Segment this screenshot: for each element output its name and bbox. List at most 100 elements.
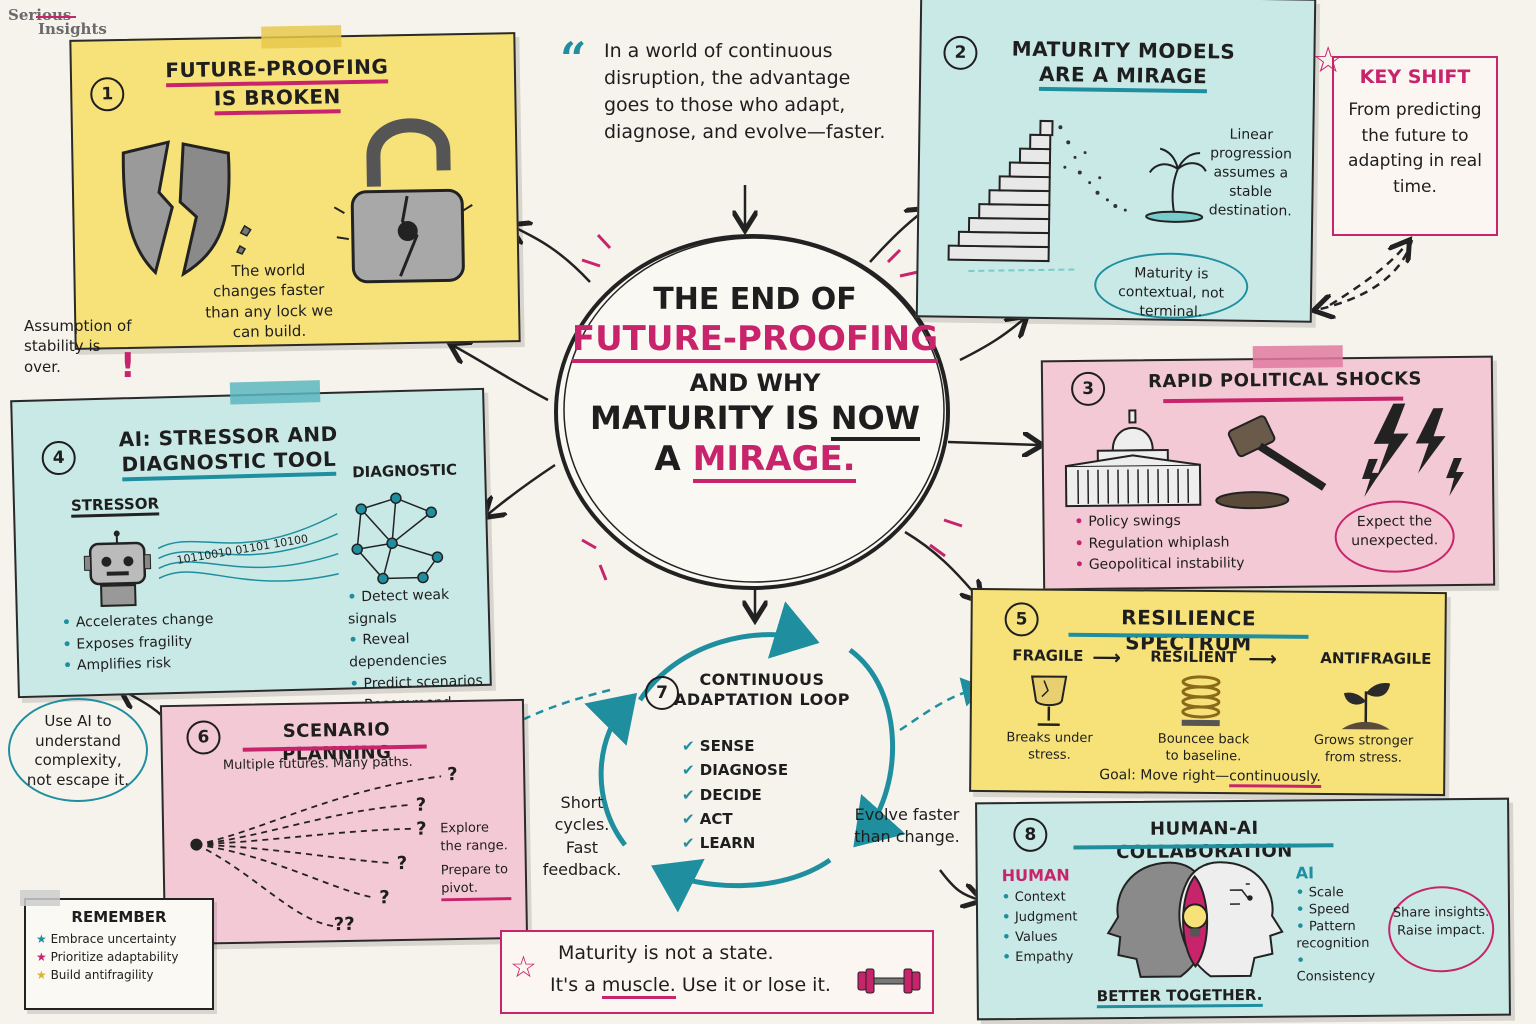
star-icon: ★ [36, 932, 51, 946]
loop-step: ✔ DIAGNOSE [682, 761, 789, 780]
card5-goal: Goal: Move right—continuously. [1099, 767, 1321, 788]
loop-step-label: DIAGNOSE [699, 761, 789, 780]
arrow-center-card3 [947, 442, 1040, 445]
side-note-1-mark: ! [120, 346, 136, 386]
dashed-arrow-keyshift [1316, 239, 1414, 310]
card3-number: 3 [1070, 371, 1106, 407]
center-line2: FUTURE-PROOFING [571, 319, 939, 363]
side-note-1-text: Assumption of stability is over. [24, 317, 132, 376]
loop-right-note: Evolve faster than change. [854, 805, 960, 847]
star-icon: ★ [36, 950, 51, 964]
center-line5b: MIRAGE. [692, 439, 856, 483]
card6-qmark: ?? [333, 913, 355, 936]
remember-item-label: Build antifragility [50, 968, 154, 982]
star-icon: ★ [36, 968, 51, 982]
arrow-center-card1 [512, 226, 591, 283]
arrow-center-card5 [904, 530, 980, 600]
card4-stressor-bullet: Amplifies risk [63, 652, 215, 678]
card5-caption-resilient: Bouncee back to baseline. [1157, 731, 1250, 765]
palm-tree-icon [1145, 147, 1207, 223]
card6-qmark: ? [379, 887, 390, 909]
card2-bubble: Maturity is contextual, not terminal. [1093, 251, 1249, 320]
banner-line1: Maturity is not a state. [558, 942, 774, 964]
center-line5a: A [654, 439, 681, 479]
card6-qmark: ? [396, 852, 408, 875]
side-note-stability: Assumption of stability is over. ! [24, 316, 136, 386]
card-political-shocks: 3 RAPID POLITICAL SHOCKS Policy swings R… [1040, 345, 1496, 591]
dumbbell-icon [857, 968, 921, 994]
loop-steps: ✔ SENSE ✔ DIAGNOSE ✔ DECIDE ✔ ACT ✔ LEAR… [682, 734, 788, 855]
arrow-center-card4 [486, 463, 556, 516]
card8-ai-item: Consistency [1296, 952, 1386, 987]
card5-caption-fragile: Breaks under stress. [1006, 730, 1093, 763]
card8-ai-item: Scale [1296, 885, 1386, 903]
card6-number: 6 [186, 720, 221, 755]
card3-bubble: Expect the unexpected. [1334, 500, 1456, 574]
card-ai-stressor: 4 AI: STRESSOR AND DIAGNOSTIC TOOL STRES… [10, 380, 492, 736]
card8-ai-item: Pattern recognition [1296, 919, 1386, 954]
loop-step: ✔ SENSE [682, 737, 755, 755]
card4-diagnostic-bullet: Predict scenarios [349, 671, 490, 696]
key-shift-text: From predicting the future to adapting i… [1348, 100, 1482, 197]
network-icon [351, 492, 444, 585]
branching-paths-icon [190, 775, 442, 928]
arrow-card8 [939, 869, 980, 900]
remember-box: REMEMBER ★ Embrace uncertainty ★ Priorit… [20, 890, 214, 1010]
center-line1: THE END OF [653, 282, 857, 317]
loop-title-line2: ADAPTATION LOOP [673, 690, 851, 709]
loop-left-note: Short cycles. Fast feedback. [542, 793, 622, 880]
card4-stressor-bullets: Accelerates change Exposes fragility Amp… [62, 609, 215, 678]
loop-title-line1: CONTINUOUS [699, 670, 825, 689]
quote-open-mark: “ [560, 32, 587, 86]
key-shift-box: ☆ KEY SHIFT From predicting the future t… [1312, 40, 1498, 236]
card5-stage-fragile: FRAGILE [1012, 646, 1084, 665]
card-future-proofing: 1 FUTURE-PROOFING IS BROKEN The world ch… [69, 25, 521, 350]
card-human-ai: 8 HUMAN-AI COLLABORATION HUMAN Context J… [975, 797, 1511, 1021]
card5-arrow-1: ⟶ [1092, 644, 1122, 670]
banner-line2: It's a muscle. Use it or lose it. [550, 974, 831, 999]
card8-footer: BETTER TOGETHER. [1096, 985, 1263, 1009]
remember-item: ★ Prioritize adaptability [36, 950, 212, 964]
bottom-banner: ☆ Maturity is not a state. It's a muscle… [500, 930, 934, 1014]
card4-number: 4 [41, 440, 77, 476]
card8-human-item: Context [1002, 887, 1078, 908]
loop-step: ✔ DECIDE [682, 785, 762, 804]
logo-line1: Serious [8, 6, 72, 24]
card8-human-item: Values [1002, 928, 1078, 949]
dashed-arrow-card2-keyshift [1329, 242, 1408, 307]
card4-diagnostic-label: DIAGNOSTIC [351, 460, 458, 482]
logo: Serious Insights [8, 6, 107, 37]
card6-qmark: ? [415, 794, 427, 816]
capitol-icon [1064, 409, 1202, 508]
staircase-icon [947, 119, 1207, 272]
loop-number: 7 [645, 676, 679, 710]
card4-diagnostic-bullet: Detect weak signals [347, 584, 488, 631]
card2-title-line2: ARE A MIRAGE [1038, 61, 1208, 94]
broken-glass-icon [1030, 675, 1068, 726]
card-resilience-spectrum: 5 RESILIENCE SPECTRUM FRAGILE ⟶ RESILIEN… [969, 587, 1447, 797]
card8-human-item: Judgment [1002, 908, 1078, 929]
gavel-icon [1215, 415, 1327, 510]
card5-arrow-2: ⟶ [1248, 646, 1278, 671]
remember-item-label: Embrace uncertainty [50, 932, 177, 946]
card4-stressor-bullet: Exposes fragility [62, 631, 214, 657]
card1-caption: The world changes faster than any lock w… [205, 260, 334, 341]
loop-step-label: SENSE [699, 737, 755, 755]
card3-bullets: Policy swings Regulation whiplash Geopol… [1074, 510, 1244, 577]
banner-star-icon: ☆ [510, 950, 537, 985]
card3-bullet: Policy swings [1074, 510, 1244, 533]
card8-number: 8 [1013, 817, 1048, 853]
card6-qmark: ? [447, 764, 458, 786]
card4-stressor-label: STRESSOR [70, 494, 160, 518]
sprout-icon [1341, 683, 1391, 730]
card6-side-text1: Explore the range. [440, 820, 508, 855]
card5-goal-prefix: Goal: Move right— [1099, 767, 1230, 785]
card5-goal-emph: continuously. [1229, 768, 1321, 788]
arrow-center-sidenote1 [452, 345, 549, 402]
banner-line2b: muscle. [601, 974, 676, 999]
card1-title-line1: FUTURE-PROOFING [165, 54, 389, 88]
card8-ai-label: AI [1295, 863, 1315, 883]
banner-line2a: It's a [550, 974, 596, 996]
dashed-arrow-loop-card5 [899, 677, 985, 732]
center-line3: AND WHY [689, 369, 821, 397]
